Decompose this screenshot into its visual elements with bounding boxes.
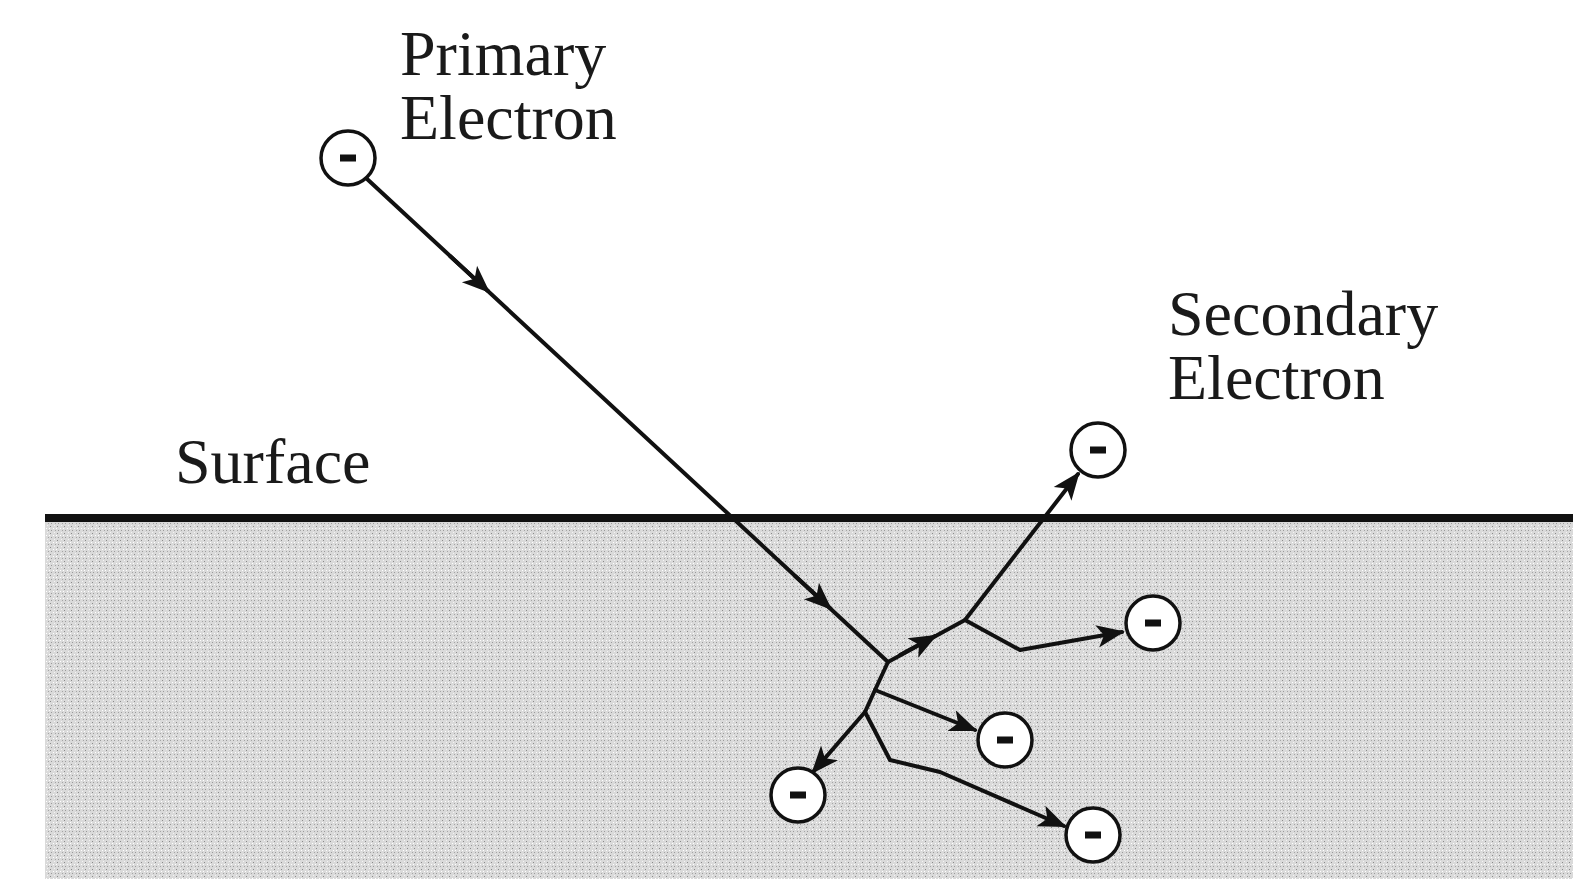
material-ground <box>45 518 1573 879</box>
electron-paths <box>366 178 1122 826</box>
secondary-electron-label: Secondary Electron <box>1168 282 1538 410</box>
surface-label: Surface <box>175 430 495 494</box>
primary-electron-label: Primary Electron <box>400 22 700 150</box>
surface-line <box>45 514 1573 522</box>
